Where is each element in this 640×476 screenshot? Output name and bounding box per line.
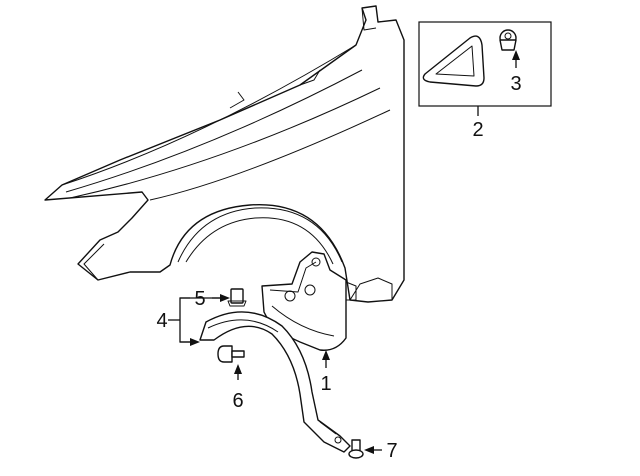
callout-7: 7 xyxy=(386,440,397,462)
leader-3 xyxy=(512,50,520,68)
callout-6: 6 xyxy=(232,390,243,412)
callout-3: 3 xyxy=(510,73,521,95)
bolt-part xyxy=(348,439,364,459)
clip-nut-part xyxy=(227,288,247,307)
fender-panel xyxy=(44,5,405,303)
leader-6 xyxy=(234,364,242,380)
push-clip-part xyxy=(499,29,517,51)
rivet-part xyxy=(217,345,245,363)
leader-7 xyxy=(364,446,382,454)
callout-2: 2 xyxy=(472,119,483,141)
callout-5: 5 xyxy=(194,288,205,310)
callout-1: 1 xyxy=(320,373,331,395)
splash-guard-part xyxy=(261,251,357,351)
leader-1 xyxy=(322,350,330,368)
wheel-molding-part xyxy=(199,311,351,453)
triangle-seal-part xyxy=(422,35,485,87)
callout-4: 4 xyxy=(156,310,167,332)
